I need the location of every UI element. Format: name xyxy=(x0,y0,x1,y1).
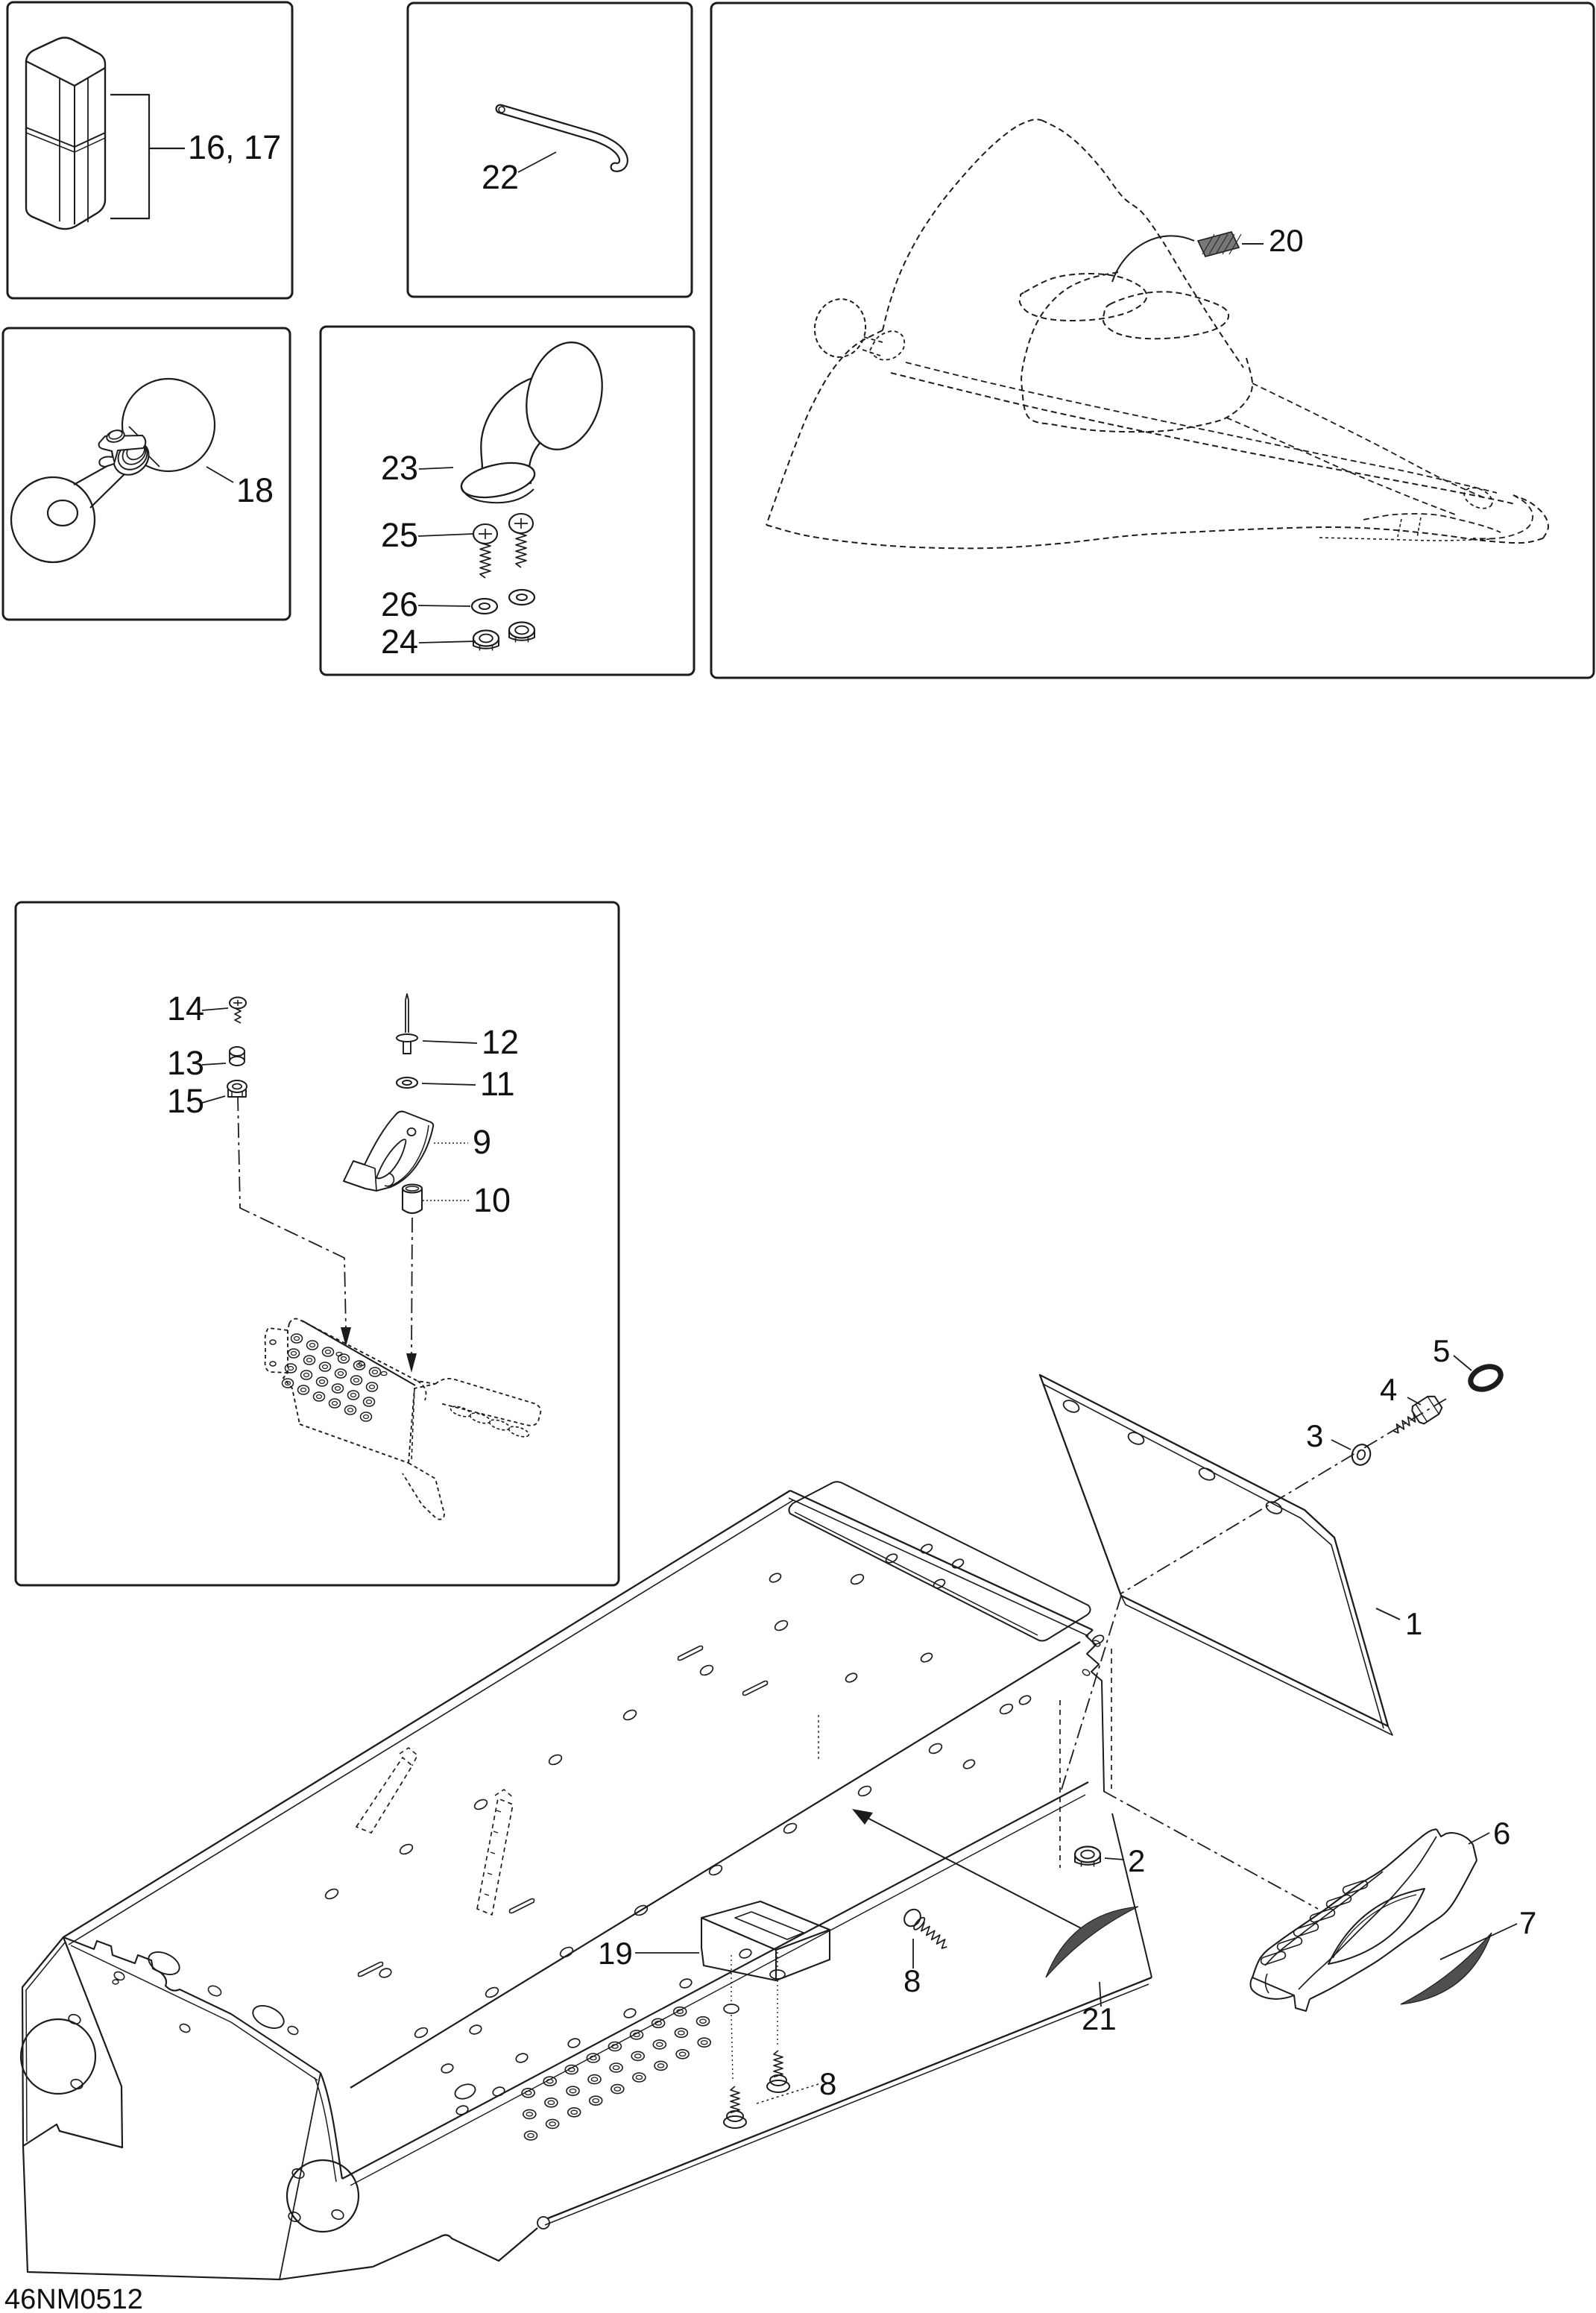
svg-text:1: 1 xyxy=(1405,1606,1422,1641)
svg-text:14: 14 xyxy=(167,989,204,1028)
svg-text:23: 23 xyxy=(381,449,418,487)
svg-text:2: 2 xyxy=(1128,1843,1145,1878)
svg-text:5: 5 xyxy=(1433,1333,1450,1368)
svg-text:20: 20 xyxy=(1269,223,1304,258)
svg-text:18: 18 xyxy=(236,471,274,509)
svg-text:46NM0512: 46NM0512 xyxy=(4,2284,143,2313)
svg-text:9: 9 xyxy=(473,1123,491,1161)
svg-text:13: 13 xyxy=(167,1044,204,1082)
svg-text:8: 8 xyxy=(903,1963,921,1998)
svg-text:22: 22 xyxy=(482,158,519,196)
svg-text:11: 11 xyxy=(480,1065,515,1103)
svg-text:3: 3 xyxy=(1306,1418,1323,1453)
svg-text:6: 6 xyxy=(1493,1816,1510,1851)
svg-text:10: 10 xyxy=(473,1181,511,1219)
svg-text:7: 7 xyxy=(1519,1905,1536,1940)
svg-text:4: 4 xyxy=(1380,1372,1397,1407)
svg-text:8: 8 xyxy=(819,2066,836,2101)
svg-text:25: 25 xyxy=(381,516,418,554)
svg-text:15: 15 xyxy=(167,1082,204,1120)
svg-text:16, 17: 16, 17 xyxy=(188,128,281,166)
svg-text:24: 24 xyxy=(381,623,418,661)
svg-text:12: 12 xyxy=(482,1023,519,1061)
svg-text:19: 19 xyxy=(598,1936,633,1971)
svg-text:26: 26 xyxy=(381,585,418,623)
svg-text:21: 21 xyxy=(1082,2001,1117,2036)
